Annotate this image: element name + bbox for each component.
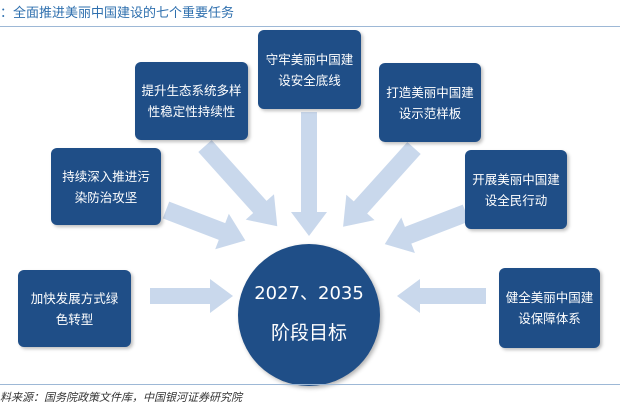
task-6-line1: 开展美丽中国建 [472, 171, 560, 187]
arrow-from-task-5 [343, 141, 421, 227]
center-years: 2027、2035 [254, 283, 364, 304]
arrow-from-task-7 [397, 279, 486, 313]
task-3-line2: 性稳定性持续性 [147, 104, 236, 119]
task-7-line2: 设保障体系 [518, 311, 581, 326]
task-7-line1: 健全美丽中国建 [505, 290, 594, 305]
task-box-4: 守牢美丽中国建设安全底线 [258, 30, 361, 109]
task-box-1: 加快发展方式绿色转型 [18, 270, 131, 347]
task-box-6: 开展美丽中国建设全民行动 [465, 150, 567, 229]
source-divider [0, 384, 620, 385]
task-3-line1: 提升生态系统多样 [141, 83, 242, 98]
task-4-line2: 设安全底线 [278, 72, 341, 88]
task-5-line2: 设示范样板 [398, 105, 462, 121]
figure-title: ：全面推进美丽中国建设的七个重要任务 [0, 6, 235, 21]
task-1-line1: 加快发展方式绿 [30, 290, 119, 306]
arrow-from-task-2 [162, 201, 246, 250]
task-box-5: 打造美丽中国建设示范样板 [379, 63, 481, 142]
task-1-line2: 色转型 [55, 311, 94, 327]
task-box-2: 持续深入推进污染防治攻坚 [51, 148, 161, 225]
task-5-line1: 打造美丽中国建 [386, 84, 474, 100]
source-note: 料来源：国务院政策文件库，中国银河证券研究院 [0, 391, 242, 404]
center-goal-circle: 2027、2035 阶段目标 [238, 244, 380, 386]
arrow-from-task-4 [291, 112, 327, 236]
arrow-from-task-6 [384, 204, 470, 253]
task-2-line1: 持续深入推进污 [62, 168, 150, 184]
arrow-from-task-3 [198, 139, 278, 227]
task-box-3: 提升生态系统多样性稳定性持续性 [135, 62, 248, 140]
task-4-line1: 守牢美丽中国建 [265, 51, 354, 67]
arrow-from-task-1 [150, 279, 233, 313]
task-2-line2: 染防治攻坚 [74, 189, 138, 205]
task-6-line2: 设全民行动 [484, 192, 548, 208]
center-label: 阶段目标 [270, 322, 347, 344]
title-divider [0, 26, 620, 27]
task-box-7: 健全美丽中国建设保障体系 [499, 268, 600, 348]
